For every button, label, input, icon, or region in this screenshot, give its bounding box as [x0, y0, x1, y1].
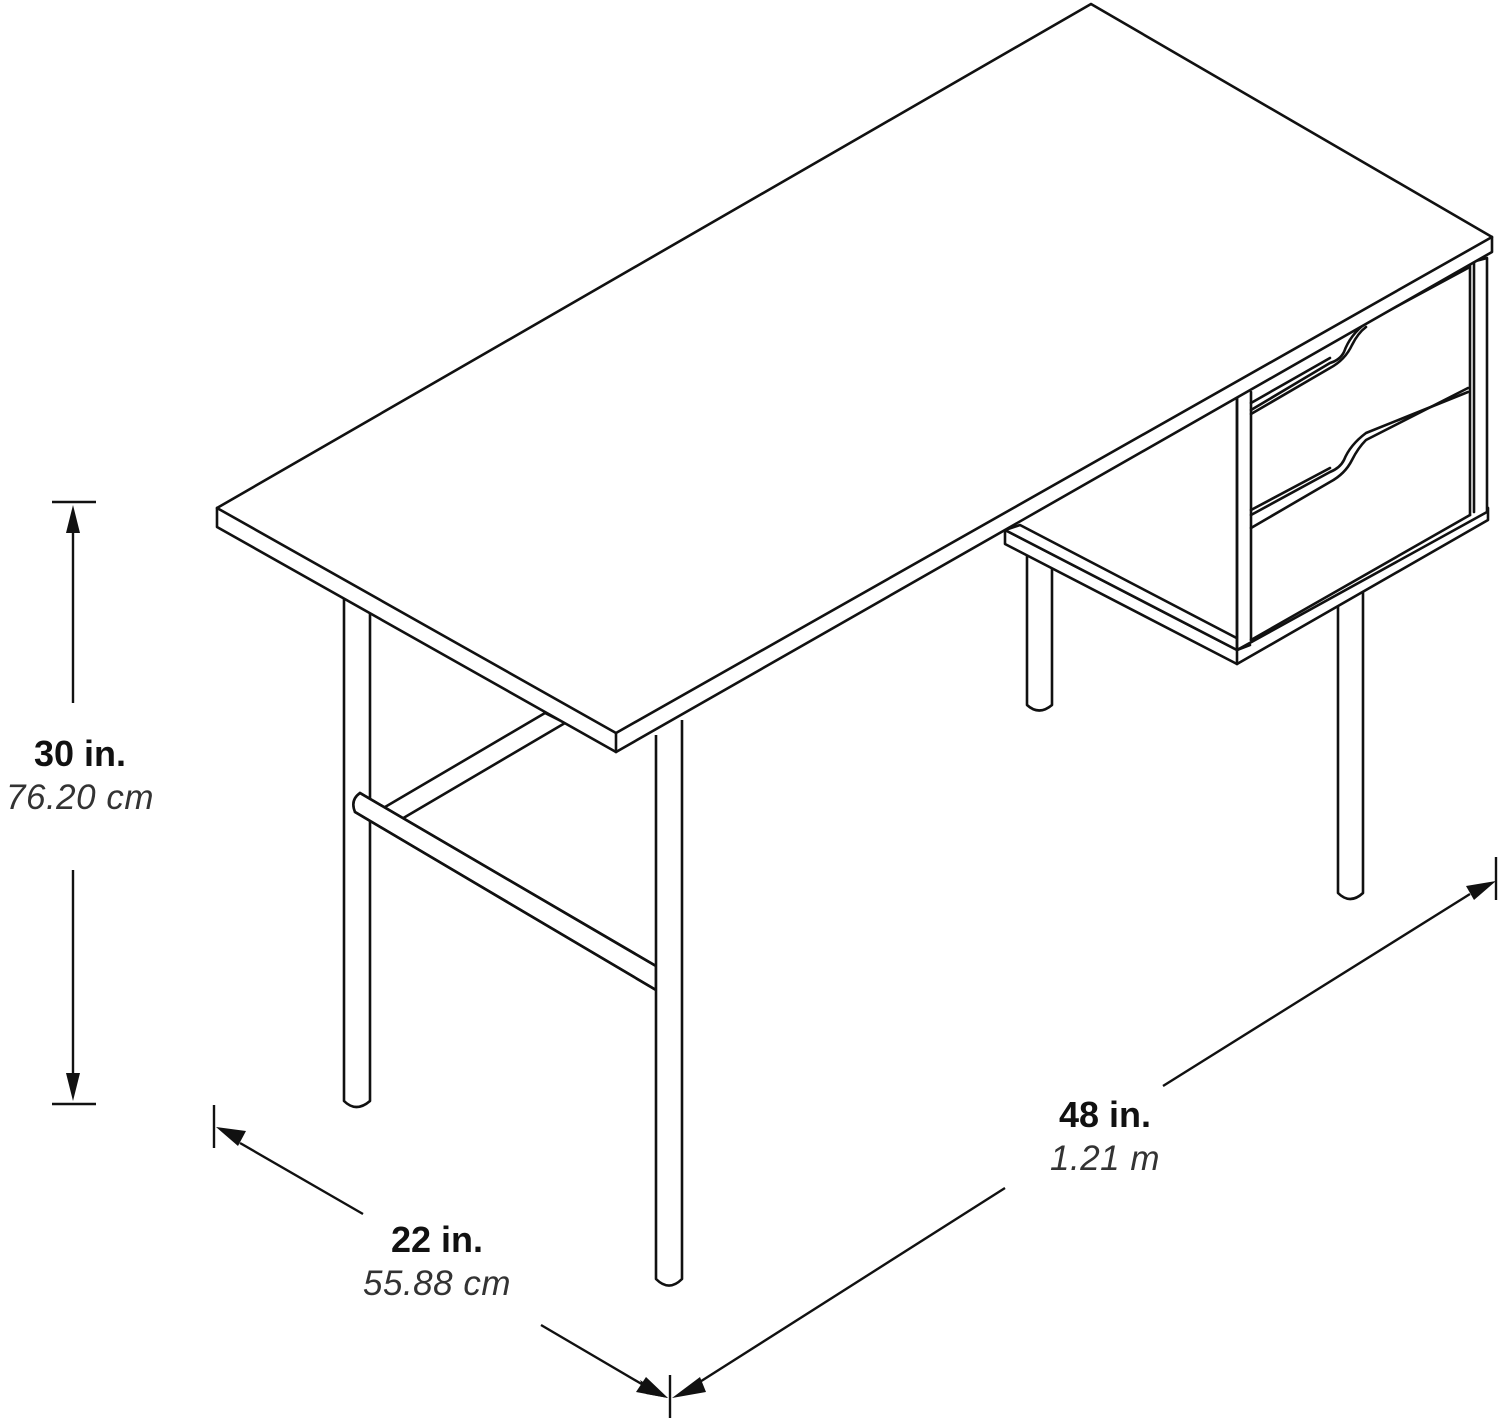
width-dimension — [668, 857, 1498, 1418]
left-leg — [342, 597, 372, 1109]
depth-label: 22 in. 55.88 cm — [337, 1218, 537, 1306]
right-leg — [1336, 592, 1365, 901]
height-label: 30 in. 76.20 cm — [0, 732, 180, 820]
depth-imperial: 22 in. — [390, 1219, 484, 1260]
depth-dimension — [212, 1105, 668, 1398]
desktop — [215, 2, 1494, 754]
width-imperial: 48 in. — [1058, 1094, 1152, 1135]
front-leg — [654, 720, 684, 1287]
height-dimension — [52, 500, 96, 1106]
depth-metric: 55.88 cm — [363, 1264, 511, 1303]
side-stretcher — [352, 791, 658, 992]
height-metric: 76.20 cm — [6, 778, 154, 817]
rear-crossbar — [378, 711, 567, 822]
width-metric: 1.21 m — [1050, 1139, 1160, 1178]
back-right-leg — [1025, 545, 1054, 712]
height-imperial: 30 in. — [33, 733, 127, 774]
width-label: 48 in. 1.21 m — [1005, 1093, 1205, 1181]
